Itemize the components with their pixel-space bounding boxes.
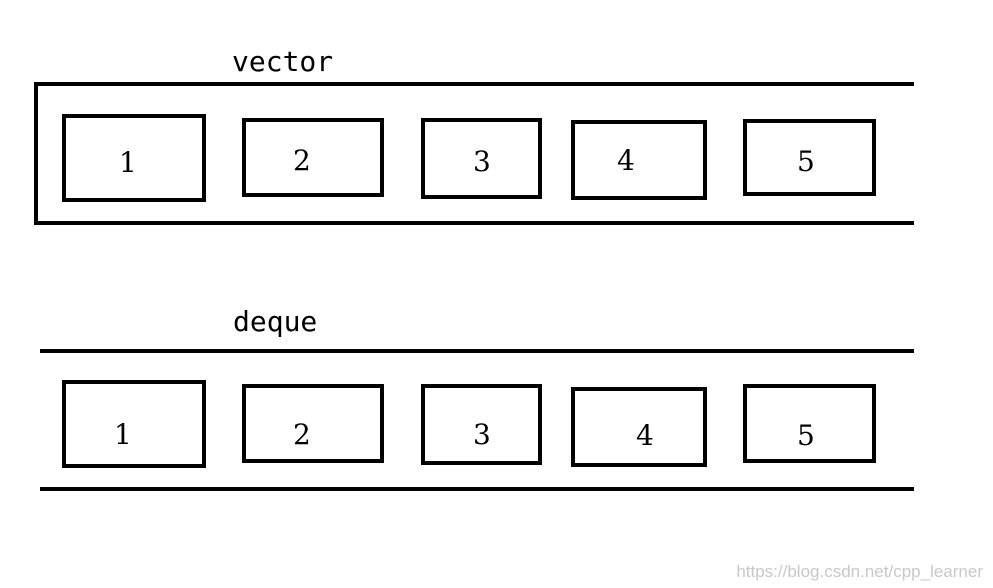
deque-element-2-value: 2 — [293, 418, 311, 451]
vector-element-3 — [421, 118, 542, 199]
deque-element-5 — [743, 384, 876, 463]
deque-element-1-value: 1 — [114, 418, 132, 451]
deque-bottom-border — [40, 487, 914, 491]
deque-label: deque — [233, 305, 318, 338]
deque-element-3-value: 3 — [473, 418, 491, 451]
vector-element-4-value: 4 — [617, 144, 635, 177]
vector-element-4 — [571, 120, 707, 200]
vector-element-5 — [743, 119, 876, 196]
vector-element-5-value: 5 — [797, 145, 815, 178]
vector-left-border — [34, 82, 38, 225]
vector-label: vector — [232, 45, 334, 78]
deque-element-3 — [421, 384, 542, 465]
vector-element-3-value: 3 — [473, 145, 491, 178]
deque-element-5-value: 5 — [797, 419, 815, 452]
vector-element-2-value: 2 — [293, 144, 311, 177]
vector-element-2 — [242, 118, 384, 197]
vector-element-1 — [62, 114, 206, 202]
vector-bottom-border — [34, 221, 914, 225]
vector-top-border — [34, 82, 914, 86]
deque-element-2 — [242, 384, 384, 463]
deque-top-border — [40, 349, 914, 353]
deque-element-1 — [62, 380, 206, 468]
deque-element-4-value: 4 — [636, 419, 654, 452]
deque-element-4 — [571, 387, 707, 467]
vector-element-1-value: 1 — [119, 146, 137, 179]
watermark-url: https://blog.csdn.net/cpp_learner — [736, 562, 983, 581]
